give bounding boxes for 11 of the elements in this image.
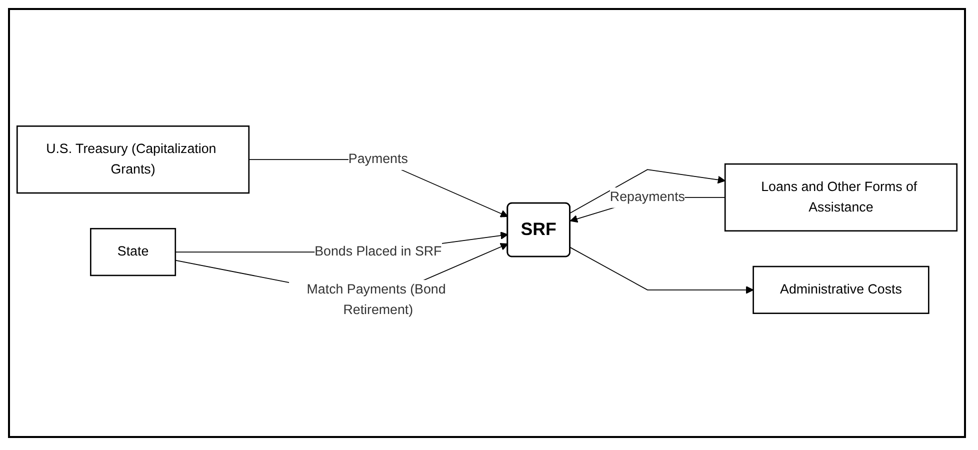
node-box [16,125,250,194]
edge-label: Repayments [610,189,685,204]
node-box [724,163,958,232]
arrow [570,246,754,294]
edge-label: Payments [348,151,408,166]
node-box [752,266,930,314]
edge-label: Bonds Placed in SRF [314,244,442,259]
diagram-frame: Payments Repayments Bonds Placed in SRF Match Payments (Bond Retirement) U.S. Treasury (Capitalization Grants) Loans and Other Forms of Assistance SRF State Administrative Costs [8,8,966,438]
arrow [570,169,726,214]
node-box [90,228,176,276]
edge-label: Match Payments (Bond Retirement) [306,282,446,317]
